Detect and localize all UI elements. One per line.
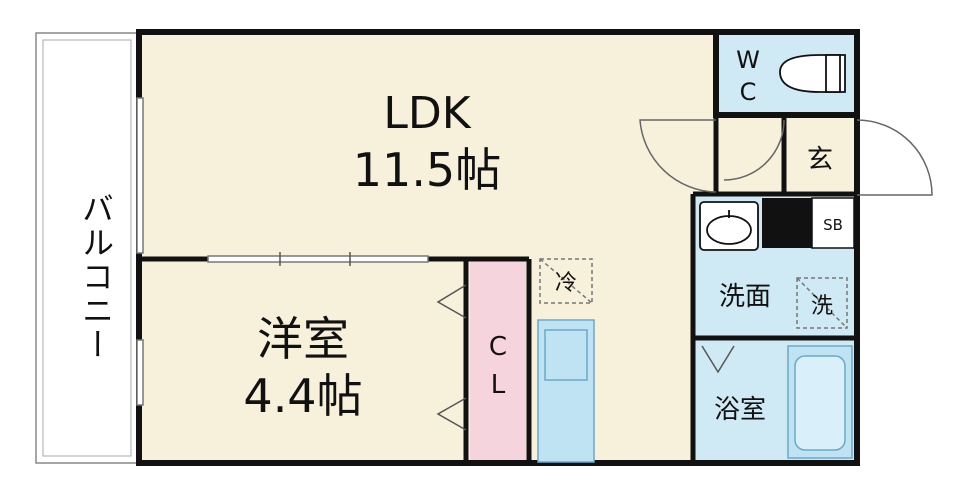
balcony [35,32,139,464]
bath-door-mark [701,345,735,374]
ldk-name: LDK [383,88,471,139]
washer-label: 洗 [811,294,833,319]
wc-letter-c: C [740,78,757,106]
sliding-door-marks [279,252,351,266]
ldk-size: 11.5帖 [353,143,501,197]
closet-floor [470,261,526,461]
shoebox [811,197,855,249]
wash-basin-icon [699,201,759,251]
western-room-name: 洋室 [257,312,349,366]
entrance-door [639,119,933,196]
closet-letter-l: L [491,370,506,400]
shoebox-block [762,198,812,248]
wc-letter-w: W [736,46,760,74]
fridge-label: 冷 [555,271,577,296]
balcony-label: バルコニー [77,192,115,362]
western-room-size: 4.4帖 [243,369,362,423]
bathroom-label: 浴室 [714,395,766,425]
entrance-label: 玄 [807,145,833,175]
kitchen-counter [537,319,595,463]
walls [136,29,860,466]
bathtub [787,345,853,459]
windows [136,97,429,406]
toilet-icon [779,54,846,93]
shoebox-label: SB [823,216,843,234]
western-room-floor [142,258,464,462]
closet-doors [436,284,467,431]
washer-space [796,277,848,329]
washroom-label: 洗面 [719,282,771,312]
closet-letter-c: C [489,332,507,362]
fridge-space [539,258,593,304]
